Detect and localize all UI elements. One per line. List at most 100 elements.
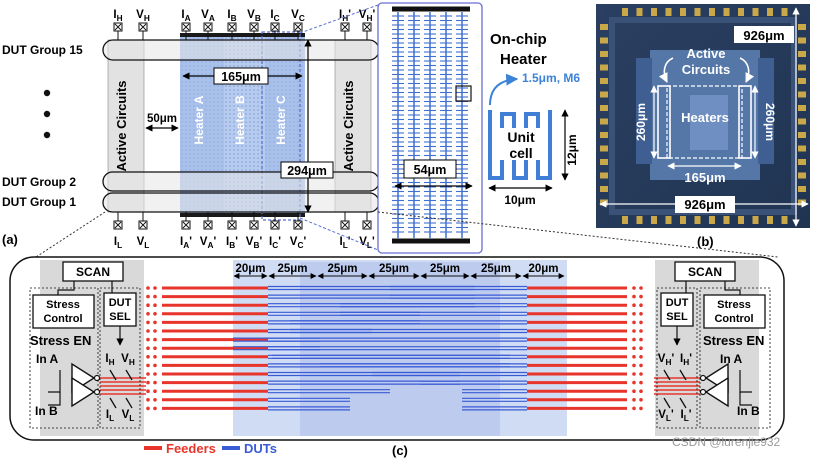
dut-sel-line1-right: DUT	[666, 297, 689, 309]
bond-pad	[767, 216, 773, 224]
spacing-label: 25μm	[430, 263, 460, 275]
dim-926-bottom-label: 926μm	[684, 197, 725, 212]
bond-pad	[665, 216, 672, 224]
die-active-arrow-right	[739, 57, 755, 83]
bond-pad	[738, 216, 744, 224]
feeder-dot	[146, 380, 150, 385]
dim-926-top-label: 926μm	[743, 28, 784, 43]
feeder-dot	[146, 294, 150, 299]
zoom-line	[299, 217, 379, 251]
driver-bubble	[93, 388, 101, 396]
feeder-dot	[153, 380, 157, 385]
feeder-dot	[153, 303, 157, 308]
spacing-label: 20μm	[528, 263, 558, 275]
top-pin-label: VB	[247, 9, 261, 23]
feeder-dot	[153, 398, 157, 402]
bond-pad	[600, 145, 608, 152]
switches-right	[663, 369, 687, 409]
pin-label-right: IL'	[680, 409, 691, 423]
feeder-dot	[639, 320, 643, 325]
feeder-dot	[153, 406, 157, 411]
heater-c-dashed-box	[261, 31, 301, 221]
spec-arrow	[489, 73, 519, 106]
stress-line1-left: Stress	[46, 299, 80, 311]
bond-pad	[798, 145, 806, 152]
unit-cell-line2: cell	[509, 145, 532, 161]
bond-pad	[723, 8, 730, 16]
bond-pad	[651, 216, 657, 224]
scan-box-right	[674, 261, 736, 282]
pad-icon-cross	[271, 221, 279, 229]
feeder-dot	[639, 312, 643, 316]
watermark: CSDN @lurenjie932	[672, 435, 781, 449]
dut-sel-zone-right	[656, 287, 698, 429]
feeder-dot	[146, 355, 150, 359]
pad-icon-cross	[250, 221, 258, 229]
bond-pad	[600, 186, 608, 192]
scan-wire-right	[724, 281, 741, 295]
pad-icon-cross	[228, 23, 236, 31]
stress-en-left: Stress EN	[30, 333, 91, 348]
scan-label-right: SCAN	[688, 265, 722, 279]
feeder-dot	[639, 363, 643, 368]
feeder-dot	[146, 363, 150, 368]
driver-bottom-right	[704, 376, 729, 408]
panel-b-label: (b)	[697, 234, 714, 249]
bond-pad	[752, 8, 759, 16]
bond-pad	[798, 37, 806, 44]
bond-pad	[781, 216, 788, 224]
bond-pad	[600, 51, 608, 57]
right-grey-zone	[655, 260, 759, 436]
feeder-dot	[632, 346, 636, 351]
stress-control-box-left	[32, 294, 95, 329]
feeder-dut-lines	[100, 285, 700, 411]
top-pin-label: IB	[227, 9, 236, 23]
bond-pad	[798, 78, 806, 84]
bond-pad	[622, 8, 628, 16]
feeder-dot	[153, 363, 157, 368]
active-right-label: Active Circuits	[341, 80, 356, 171]
stress-en-right: Stress EN	[703, 333, 764, 348]
bottom-pin-label: VB'	[246, 236, 263, 250]
heater-b-label: Heater B	[233, 95, 247, 145]
pad-icon-cross	[182, 23, 190, 31]
bond-pad	[767, 8, 773, 16]
dut-group-1-bar	[102, 192, 380, 213]
heater-detail: 54μm On-chip Heater 1.5μm, M6 Unit cell …	[377, 2, 580, 254]
feeder-dot	[632, 337, 636, 342]
dim-926-top-box	[734, 26, 794, 43]
pad-icon-cross	[228, 221, 236, 229]
pad-icon-cross	[182, 221, 190, 229]
feeder-dot	[153, 329, 157, 333]
pin-label-right: VL'	[658, 409, 674, 423]
dim-165-box	[213, 67, 269, 85]
panel-b: 926μm Active Circuits Heaters 260μm 260μ…	[596, 4, 810, 249]
dim-294-label: 294μm	[287, 164, 327, 178]
bottom-pin-label: IC'	[269, 236, 281, 250]
switches-left	[109, 369, 133, 409]
feeder-dot	[146, 286, 150, 290]
feeder-dot	[639, 372, 643, 376]
feeder-dot	[639, 286, 643, 290]
feeder-dot	[153, 286, 157, 290]
bottom-pin-label: VC'	[290, 236, 307, 250]
bond-pad	[680, 8, 686, 16]
dim-260-right-label: 260μm	[763, 103, 777, 141]
feeder-dot	[632, 406, 636, 411]
driver-bubble	[93, 374, 101, 382]
dim-54-label: 54μm	[414, 163, 447, 177]
driver-bubble	[699, 388, 707, 396]
heater-a-label: Heater A	[192, 95, 206, 144]
die-active-arrow-left	[658, 57, 674, 83]
bond-pad	[600, 24, 608, 30]
unit-cell-serpentine	[488, 110, 552, 180]
top-pin-label: VA	[201, 9, 215, 23]
bond-pad	[798, 24, 806, 30]
panel-c-label: (c)	[392, 443, 408, 458]
bond-pad	[600, 37, 608, 44]
dim-54-box	[403, 159, 457, 179]
dim-10-label: 10μm	[504, 193, 535, 207]
feeder-dot	[632, 355, 636, 359]
